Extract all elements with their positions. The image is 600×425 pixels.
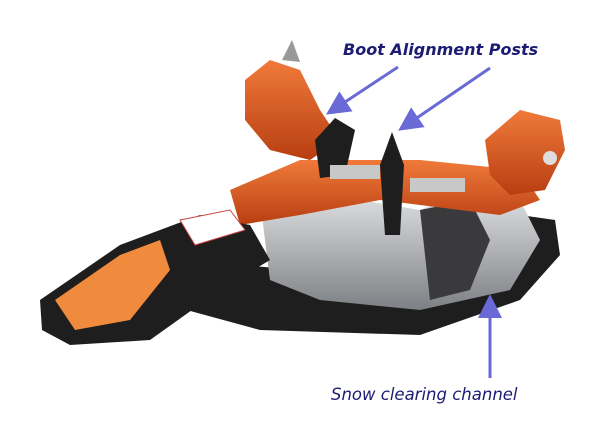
boot-alignment-posts-label: Boot Alignment Posts [343, 40, 539, 59]
alignment-post-left [315, 118, 355, 178]
arrow-to-center-post [398, 66, 491, 131]
alignment-post-center [380, 132, 404, 235]
right-heel-riser [485, 110, 565, 195]
arrow-to-left-post [325, 65, 399, 115]
snow-clearing-channel-label: Snow clearing channel [331, 385, 518, 404]
toe-lever-pad [55, 240, 170, 330]
left-heel-riser [245, 60, 340, 160]
